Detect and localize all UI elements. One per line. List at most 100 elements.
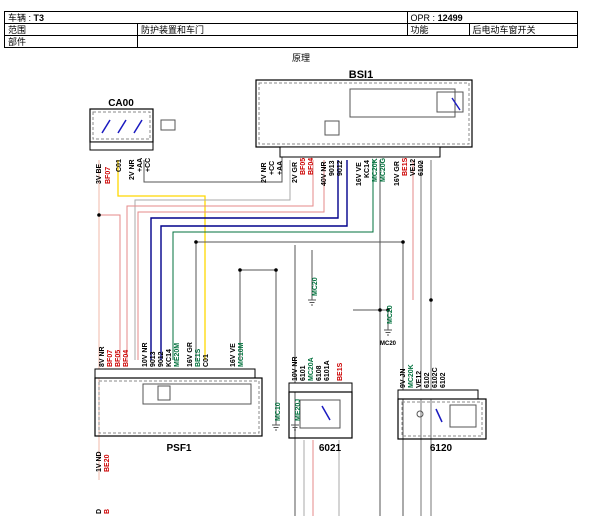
opr-value: 12499 <box>437 12 463 23</box>
wire-label: B <box>104 509 111 514</box>
wire-label: BF04 <box>308 158 315 175</box>
wire-label: 8V NR <box>99 346 106 367</box>
ground-labels: MC20 MC20 MC10 ME20J MC20 <box>275 277 397 421</box>
grounds <box>272 299 392 431</box>
wire-9013 <box>150 160 339 360</box>
wire-label: BF07 <box>105 167 112 184</box>
wire-label: 3V BE <box>96 163 103 184</box>
wire-c01-yellow <box>117 160 206 360</box>
wire-label: 10V NR <box>142 342 149 367</box>
vehicle-value: T3 <box>33 12 45 23</box>
vehicle-label: 车辆 <box>8 12 27 23</box>
wire-label: C01 <box>203 354 210 367</box>
psf1-box: PSF1 <box>94 368 263 454</box>
c6120-box: 6120 <box>397 389 487 454</box>
wire-label: 6102 <box>440 372 447 388</box>
wire-mc10 <box>240 269 277 425</box>
wire-label: BE1S <box>195 348 202 367</box>
wire-label: 9012 <box>158 351 165 367</box>
wire-label: BE1S <box>337 362 344 381</box>
wire-label: 1V ND <box>96 451 103 472</box>
wire-label: C01 <box>116 159 123 172</box>
wire-label: BF05 <box>115 350 122 367</box>
wire-label: D <box>96 509 103 514</box>
wire-label: 9012 <box>337 160 344 176</box>
wire-label: MC20 <box>312 277 319 296</box>
bottom-wire-labels: 1V ND BE20 D B <box>96 451 111 514</box>
wire-label: ME20J <box>295 399 302 421</box>
wire-label: 40V NR <box>321 161 328 186</box>
wire-label: BE1S <box>402 157 409 176</box>
wire-label: 2V GR <box>292 162 299 183</box>
psf1-wire-labels: 8V NR BF07 BF05 BF04 10V NR 9013 9012 KC… <box>99 342 245 367</box>
bsi-wire-labels: 2V NR +CC +AA 2V GR BF05 BF04 40V NR 901… <box>261 157 425 186</box>
ground-icon <box>272 424 280 431</box>
wire-label: +AA <box>277 161 284 175</box>
wire-label: KC14 <box>364 160 371 178</box>
wire-label: BF07 <box>107 350 114 367</box>
wire-label: KC14 <box>166 349 173 367</box>
wire-label: 9013 <box>329 160 336 176</box>
bsi1-label: BSI1 <box>349 69 373 81</box>
c6120-label: 6120 <box>430 443 453 454</box>
wire-label: 9V JN <box>400 369 407 388</box>
wire-label: 16V GR <box>394 161 401 186</box>
wires <box>98 155 432 516</box>
wire-9012 <box>160 160 348 360</box>
wire-label: MC20A <box>308 357 315 381</box>
wire-label: MC10M <box>238 342 245 367</box>
wire-label: 10V NR <box>292 356 299 381</box>
c6021-wire-labels: 10V NR 6101 MC20A 6108 6101A BE1S <box>292 356 344 381</box>
diagram-caption: 原理 <box>291 53 310 63</box>
wire-label: BF05 <box>300 158 307 175</box>
ground-icon <box>384 329 392 336</box>
wire-label: +AA <box>137 158 144 172</box>
wire-label: BE20 <box>104 454 111 472</box>
wire-label: 6102 <box>418 160 425 176</box>
wire-label: ME20M <box>174 343 181 367</box>
psf1-label: PSF1 <box>166 443 191 454</box>
wire-label: 16V GR <box>187 342 194 367</box>
wire-label: 16V VE <box>356 162 363 186</box>
wire-label: 16V VE <box>230 343 237 367</box>
wire-label: MC20 <box>387 305 394 324</box>
part-value <box>137 35 578 48</box>
wire-label: 9013 <box>150 351 157 367</box>
wire-label: 2V NR <box>129 159 136 180</box>
c6021-label: 6021 <box>319 443 342 454</box>
wire-kc14 <box>172 160 374 360</box>
wire-label: BF04 <box>123 350 130 367</box>
opr-label: OPR <box>410 12 431 23</box>
wire-label: MC20G <box>380 157 387 182</box>
wire-label: +CC <box>269 161 276 175</box>
wire-label: 6101A <box>324 360 331 381</box>
ground-icon <box>308 299 316 306</box>
wire-bf04 <box>137 160 325 360</box>
junctions <box>97 213 433 312</box>
ca00-wire-labels: 3V BE BF07 C01 2V NR +AA +CC <box>96 158 152 184</box>
wire-label: +CC <box>145 158 152 172</box>
wire-label: 6108 <box>316 365 323 381</box>
ca00-box: CA00 <box>89 98 176 151</box>
wire-label: VE12 <box>416 371 423 388</box>
wire-ca00-3-branch <box>99 214 121 360</box>
wire-label: MC10 <box>275 402 282 421</box>
wire-label: 6102C <box>432 367 439 388</box>
wire-label: 2V NR <box>261 162 268 183</box>
c6120-wire-labels: 9V JN MC20K VE12 6102 6102C 6102 <box>400 364 447 388</box>
ground-icon <box>291 424 299 431</box>
bsi1-box: BSI1 <box>255 69 473 158</box>
wire-bf05 <box>126 160 314 360</box>
header-table: 车辆 : T3 OPR : 12499 范围 防护装置和车门 功能 后电动车窗开… <box>4 11 579 48</box>
ca00-label: CA00 <box>108 98 134 109</box>
c6021-box: 6021 <box>288 382 353 454</box>
wire-label: 6102 <box>424 372 431 388</box>
wire-label: 6101 <box>300 365 307 381</box>
wire-label: MC20K <box>372 158 379 182</box>
wire-label: MC20K <box>408 364 415 388</box>
wire-label: MC20 <box>380 341 397 347</box>
wire-label: VE12 <box>410 159 417 176</box>
wire-aa <box>134 160 291 360</box>
wire-cc <box>143 155 283 183</box>
